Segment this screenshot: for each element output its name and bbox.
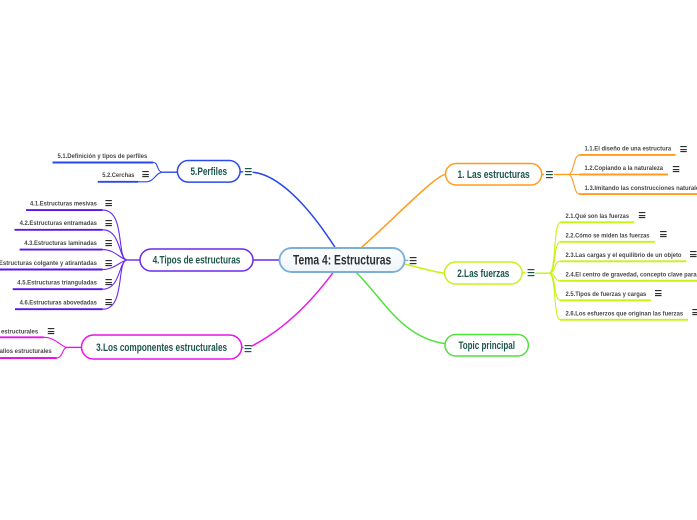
svg-text:1.1.El diseño de una estructur: 1.1.El diseño de una estructura bbox=[585, 146, 672, 153]
svg-text:Topic principal: Topic principal bbox=[458, 340, 515, 352]
svg-text:3.Los componentes estructurale: 3.Los componentes estructurales bbox=[96, 342, 227, 354]
svg-text:Tema 4: Estructuras: Tema 4: Estructuras bbox=[293, 253, 391, 268]
svg-text:4.6.Estructuras abovedadas: 4.6.Estructuras abovedadas bbox=[20, 300, 98, 307]
svg-text:4.4.Estructuras colgante y ati: 4.4.Estructuras colgante y atirantadas bbox=[0, 260, 97, 267]
svg-text:2.1.Qué son las fuerzas: 2.1.Qué son las fuerzas bbox=[566, 213, 630, 220]
svg-text:3.2.Los fallos estructurales: 3.2.Los fallos estructurales bbox=[0, 348, 52, 355]
svg-text:4.3.Estructuras laminadas: 4.3.Estructuras laminadas bbox=[24, 240, 97, 247]
svg-text:2.3.Las cargas y el equilibrio: 2.3.Las cargas y el equilibrio de un obj… bbox=[566, 252, 682, 259]
svg-text:2.5.Tipos de fuerzas y cargas: 2.5.Tipos de fuerzas y cargas bbox=[566, 291, 647, 298]
svg-text:2.Las fuerzas: 2.Las fuerzas bbox=[457, 268, 509, 280]
svg-text:4.2.Estructuras entramadas: 4.2.Estructuras entramadas bbox=[20, 220, 98, 227]
svg-text:4.1.Estructuras mesivas: 4.1.Estructuras mesivas bbox=[30, 200, 97, 207]
svg-text:1.3.Imitando las construccione: 1.3.Imitando las construcciones naturale… bbox=[585, 185, 697, 192]
svg-text:5.1.Definición y tipos de perf: 5.1.Definición y tipos de perfiles bbox=[58, 153, 148, 160]
svg-text:4.Tipos de estructuras: 4.Tipos de estructuras bbox=[153, 255, 241, 267]
svg-text:2.2.Cómo se miden las fuerzas: 2.2.Cómo se miden las fuerzas bbox=[566, 233, 650, 240]
svg-text:4.5.Estructuras trianguladas: 4.5.Estructuras trianguladas bbox=[17, 280, 97, 287]
svg-text:5.Perfiles: 5.Perfiles bbox=[190, 166, 227, 178]
svg-text:1.2.Copiando a la naturaleza: 1.2.Copiando a la naturaleza bbox=[585, 165, 664, 172]
svg-text:3.1.Los elementos estructurale: 3.1.Los elementos estructurales bbox=[0, 329, 38, 336]
svg-text:1. Las estructuras: 1. Las estructuras bbox=[457, 169, 529, 181]
svg-text:2.6.Los esfuerzos que originan: 2.6.Los esfuerzos que originan las fuerz… bbox=[566, 311, 684, 318]
svg-text:2.4.El centro de gravedad, con: 2.4.El centro de gravedad, concepto clav… bbox=[566, 272, 697, 279]
svg-text:5.2.Cerchas: 5.2.Cerchas bbox=[102, 172, 135, 179]
